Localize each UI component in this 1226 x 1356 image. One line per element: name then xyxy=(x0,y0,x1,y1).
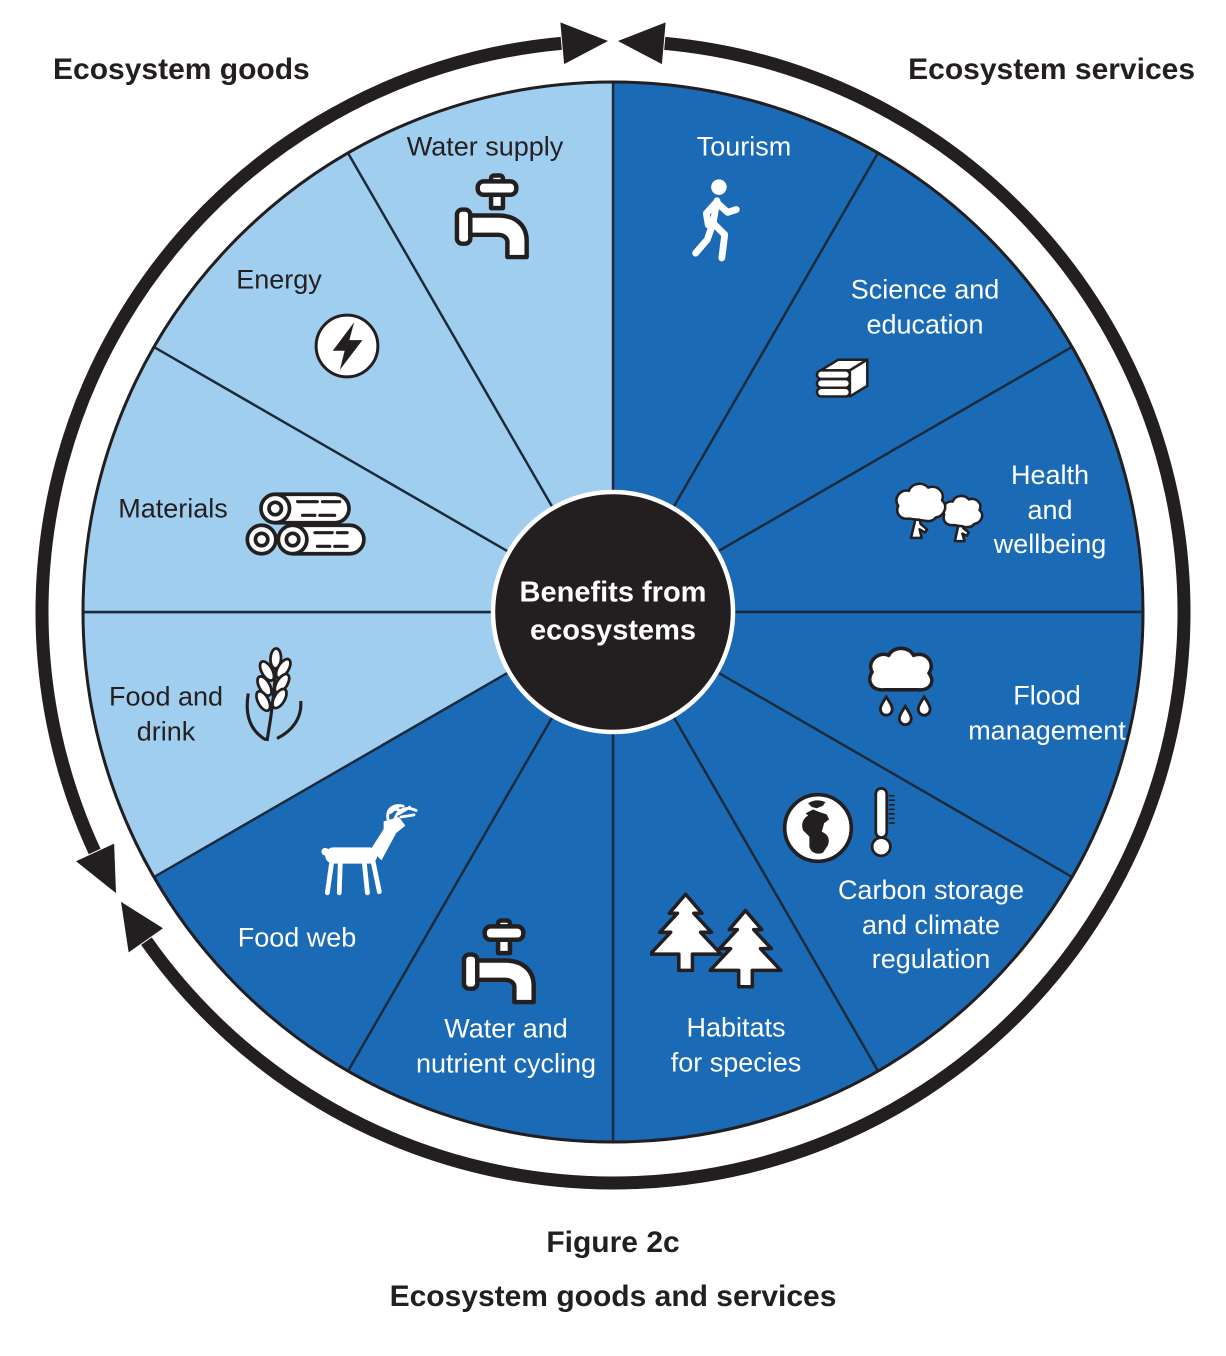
trees-icon xyxy=(888,472,995,547)
pine-trees-icon xyxy=(650,892,792,1009)
goods-header-label: Ecosystem goods xyxy=(53,53,310,86)
segment-label-water-supply: Water supply xyxy=(406,131,564,162)
figure-number: Figure 2c xyxy=(546,1226,680,1259)
goods-cycle-arrow xyxy=(35,36,562,855)
segment-label-habitats-species: Habitats for species xyxy=(670,1012,802,1077)
segment-label-tourism: Tourism xyxy=(696,131,792,162)
walking-person-icon xyxy=(683,177,749,274)
segment-label-carbon-climate: Carbon storage and climate regulation xyxy=(837,875,1025,975)
logs-icon xyxy=(243,483,367,565)
deer-icon xyxy=(299,804,425,908)
globe-icon xyxy=(779,789,858,868)
segment-label-food-web: Food web xyxy=(237,922,357,953)
arrowhead-icon xyxy=(121,901,164,953)
figure-title: Ecosystem goods and services xyxy=(389,1280,837,1313)
tap-icon xyxy=(450,173,545,262)
arrowhead-icon xyxy=(617,22,666,65)
rain-cloud-icon xyxy=(860,640,960,730)
segment-label-science-education: Science and education xyxy=(850,274,1000,339)
wheat-icon xyxy=(232,644,312,749)
segment-label-materials: Materials xyxy=(118,493,228,524)
books-icon xyxy=(805,351,887,411)
arrowhead-icon xyxy=(76,843,117,894)
lightning-icon xyxy=(309,308,385,384)
services-header-label: Ecosystem services xyxy=(908,53,1195,86)
arrowhead-icon xyxy=(560,22,609,65)
wheel-rim xyxy=(81,80,1145,1144)
center-hub-label: Benefits from ecosystems xyxy=(519,576,707,646)
center-hub xyxy=(490,489,736,735)
segment-label-health-wellbeing: Health and wellbeing xyxy=(993,460,1107,560)
segment-label-food-drink: Food and drink xyxy=(108,681,224,746)
segment-label-energy: Energy xyxy=(236,264,322,295)
segment-label-water-nutrient: Water and nutrient cycling xyxy=(415,1013,597,1078)
tap-icon xyxy=(457,918,552,1007)
segment-label-flood-management: Flood management xyxy=(968,680,1126,745)
services-cycle-arrow xyxy=(141,36,1191,1190)
thermometer-icon xyxy=(869,785,900,862)
